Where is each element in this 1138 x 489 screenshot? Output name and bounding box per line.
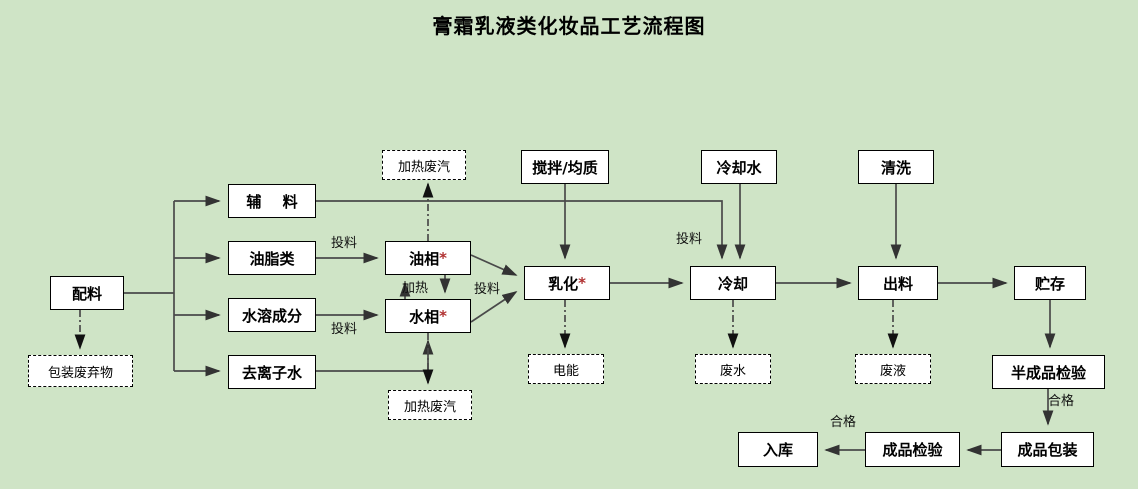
node-ruhua[interactable]: 乳化* — [524, 266, 610, 300]
node-diangneng-label: 电能 — [552, 363, 579, 379]
node-zhucun[interactable]: 贮存 — [1014, 266, 1086, 300]
node-chengpin-baozhuang[interactable]: 成品包装 — [1001, 432, 1094, 467]
node-chengpin-jianyan-label: 成品检验 — [882, 441, 943, 459]
node-diangneng[interactable]: 电能 — [528, 354, 604, 384]
node-lengque-label: 冷却 — [717, 274, 748, 293]
node-fuliao[interactable]: 辅 料 — [228, 184, 316, 218]
edge-label-hege-banchengpin: 合格 — [1048, 394, 1075, 409]
node-youxiang-label: 油相 — [409, 249, 440, 268]
node-ruku[interactable]: 入库 — [738, 432, 818, 467]
node-lengqueshui[interactable]: 冷却水 — [701, 150, 777, 184]
edge-label-touliao-lengque: 投料 — [676, 232, 703, 247]
node-youxiang-star: * — [439, 249, 447, 267]
node-chengpin-baozhuang-label: 成品包装 — [1017, 441, 1078, 459]
node-jiare-feiqi-top[interactable]: 加热废汽 — [382, 150, 466, 180]
node-feiye-label: 废液 — [879, 363, 906, 379]
node-jiaoban-junzhi[interactable]: 搅拌/均质 — [521, 150, 609, 184]
node-lengqueshui-label: 冷却水 — [716, 158, 762, 177]
node-ruhua-star: * — [578, 274, 586, 292]
node-ruhua-label: 乳化 — [548, 274, 579, 293]
node-jiare-feiqi-bottom-label: 加热废汽 — [403, 399, 456, 415]
node-chuliao[interactable]: 出料 — [858, 266, 938, 300]
node-feishui[interactable]: 废水 — [695, 354, 771, 384]
node-shuixiang[interactable]: 水相* — [385, 299, 471, 333]
node-shuirong-chengfen-label: 水溶成分 — [241, 306, 302, 325]
node-jiare-feiqi-top-label: 加热废汽 — [397, 159, 450, 175]
node-feishui-label: 废水 — [719, 363, 746, 379]
node-youzhilei-label: 油脂类 — [249, 249, 295, 268]
node-lengque[interactable]: 冷却 — [690, 266, 776, 300]
node-feiye[interactable]: 废液 — [855, 354, 931, 384]
node-jiare-feiqi-bottom[interactable]: 加热废汽 — [388, 390, 472, 420]
node-banchengpin-jianyan[interactable]: 半成品检验 — [992, 355, 1105, 389]
edge-label-touliao-youzhilei: 投料 — [331, 236, 358, 251]
node-zhucun-label: 贮存 — [1034, 274, 1065, 293]
page-title: 膏霜乳液类化妆品工艺流程图 — [432, 14, 706, 38]
node-qingxi-label: 清洗 — [880, 158, 911, 177]
node-ruku-label: 入库 — [762, 441, 793, 459]
node-youzhilei[interactable]: 油脂类 — [228, 241, 316, 275]
node-shuixiang-star: * — [439, 307, 447, 325]
node-qulizishui[interactable]: 去离子水 — [228, 355, 316, 389]
node-chuliao-label: 出料 — [882, 274, 913, 293]
node-banchengpin-jianyan-label: 半成品检验 — [1010, 363, 1086, 382]
node-shuixiang-label: 水相 — [409, 307, 440, 326]
node-qulizishui-label: 去离子水 — [241, 363, 302, 382]
edge-label-hege-chengpin: 合格 — [830, 415, 857, 430]
edge-label-touliao-shuirong: 投料 — [331, 322, 358, 337]
node-baozhuang-feiqiwu-label: 包装废弃物 — [47, 365, 113, 381]
node-jiaoban-junzhi-label: 搅拌/均质 — [532, 158, 598, 177]
edge-label-jiare: 加热 — [402, 281, 429, 296]
node-peiliao[interactable]: 配料 — [50, 276, 124, 310]
node-shuirong-chengfen[interactable]: 水溶成分 — [228, 298, 316, 332]
node-chengpin-jianyan[interactable]: 成品检验 — [865, 432, 960, 467]
edge-label-touliao-ruhua: 投料 — [474, 282, 501, 297]
node-peiliao-label: 配料 — [71, 284, 102, 303]
node-baozhuang-feiqiwu[interactable]: 包装废弃物 — [28, 355, 133, 387]
node-fuliao-label: 辅 料 — [246, 192, 306, 211]
node-qingxi[interactable]: 清洗 — [858, 150, 934, 184]
node-youxiang[interactable]: 油相* — [385, 241, 471, 275]
